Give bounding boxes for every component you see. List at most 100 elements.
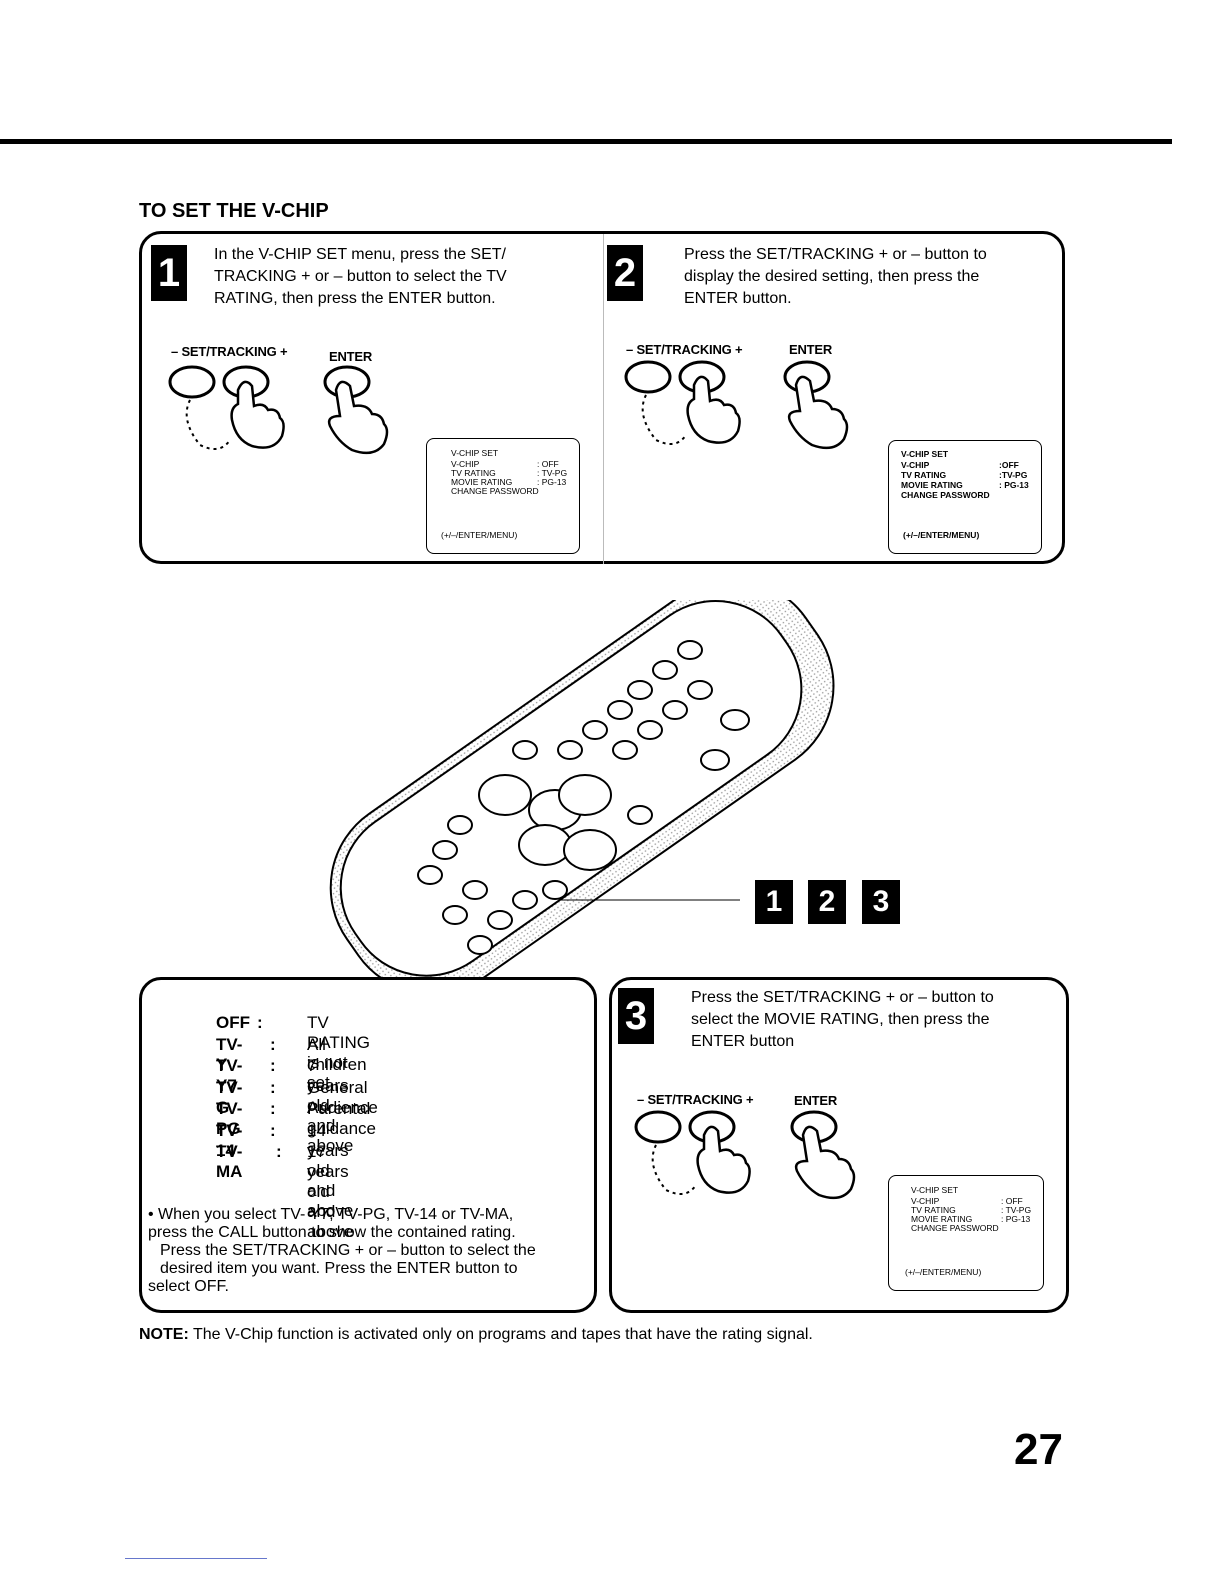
hand-pointer-icon (696, 1125, 751, 1194)
osd-row-label: CHANGE PASSWORD (911, 1223, 999, 1233)
header-rule (0, 139, 1172, 144)
osd-row-value: :OFF (999, 460, 1019, 470)
enter-label: ENTER (794, 1093, 838, 1108)
osd-row-value: : OFF (1001, 1196, 1023, 1206)
osd-screen-step-1: V-CHIP SET V-CHIP : OFF TV RATING : TV-P… (426, 438, 580, 554)
osd-row-label: CHANGE PASSWORD (451, 486, 539, 496)
note-line: desired item you want. Press the ENTER b… (160, 1260, 518, 1277)
osd-row-value: : TV-PG (537, 468, 568, 478)
step-3-instructions: Press the SET/TRACKING + or – button to … (691, 987, 994, 1053)
note-label: NOTE: (139, 1326, 189, 1343)
set-tracking-label: – SET/TRACKING + (626, 342, 743, 357)
step-3-line: select the MOVIE RATING, then press the (691, 1011, 990, 1028)
step-1-line: RATING, then press the ENTER button. (214, 290, 496, 307)
set-tracking-label: – SET/TRACKING + (637, 1092, 754, 1107)
osd-title: V-CHIP SET (451, 448, 499, 458)
osd-title: V-CHIP SET (901, 449, 949, 459)
osd-row-value: : OFF (537, 459, 559, 469)
minus-button-icon (624, 360, 672, 394)
osd-row-label: V-CHIP (911, 1196, 940, 1206)
note-line: select OFF. (148, 1278, 229, 1295)
osd-footer: (+/–/ENTER/MENU) (441, 530, 518, 540)
osd-title: V-CHIP SET (911, 1185, 959, 1195)
rating-desc: Parental guidance (307, 1099, 377, 1138)
hand-pointer-icon (230, 380, 285, 449)
rating-desc: 7 years old and above (307, 1056, 354, 1155)
sequence-badge: 3 (862, 880, 900, 924)
osd-row-label: V-CHIP (901, 460, 930, 470)
rating-sep: : (270, 1099, 276, 1118)
step-3-badge: 3 (618, 988, 654, 1044)
minus-button-icon (634, 1110, 682, 1144)
rating-code: TV-PG (216, 1099, 243, 1138)
rating-sep: : (270, 1034, 276, 1054)
osd-screen-step-2: V-CHIP SET V-CHIP :OFF TV RATING :TV-PG … (888, 440, 1042, 554)
step-2-line: Press the SET/TRACKING + or – button to (684, 246, 987, 263)
step-1-badge: 1 (151, 245, 187, 301)
osd-row-value: : TV-PG (1001, 1205, 1032, 1215)
steps-1-2-panel (139, 231, 1065, 564)
page-number: 27 (1014, 1425, 1063, 1474)
rating-sep: : (257, 1013, 263, 1032)
minus-button-icon (168, 365, 216, 399)
hand-pointer-icon (327, 380, 389, 455)
osd-row-label: TV RATING (901, 470, 947, 480)
osd-footer: (+/–/ENTER/MENU) (905, 1267, 982, 1277)
step-3-line: Press the SET/TRACKING + or – button to (691, 989, 994, 1006)
step-2-line: ENTER button. (684, 290, 792, 307)
hand-pointer-icon (686, 375, 741, 444)
ratings-panel (139, 977, 597, 1313)
step-1-line: In the V-CHIP SET menu, press the SET/ (214, 246, 506, 263)
motion-dots-icon (185, 399, 231, 450)
motion-dots-icon (651, 1144, 697, 1195)
rating-sep: : (276, 1142, 282, 1161)
step-3-button-illustration (634, 1110, 856, 1200)
osd-row-label: V-CHIP (451, 459, 480, 469)
sequence-badge: 1 (755, 880, 793, 924)
step-2-badge: 2 (607, 245, 643, 301)
rating-code: TV-14 (216, 1120, 243, 1160)
osd-row-label: MOVIE RATING (911, 1214, 973, 1224)
rating-code: OFF (216, 1013, 250, 1032)
step-1-line: TRACKING + or – button to select the TV (214, 268, 507, 285)
step-1-instructions: In the V-CHIP SET menu, press the SET/ T… (214, 244, 507, 310)
footnote: NOTE: The V-Chip function is activated o… (139, 1326, 813, 1344)
osd-row-value: : PG-13 (999, 480, 1029, 490)
osd-row-label: TV RATING (451, 468, 496, 478)
rating-desc: General Audience (307, 1077, 378, 1117)
rating-code: TV-MA (216, 1142, 243, 1181)
step-3-line: ENTER button (691, 1033, 795, 1050)
rating-sep: : (270, 1056, 276, 1075)
rating-code: TV-Y7 (216, 1056, 243, 1095)
osd-footer: (+/–/ENTER/MENU) (903, 530, 980, 540)
hand-pointer-icon (787, 375, 849, 450)
note-line: • When you select TV- Y7, TV-PG, TV-14 o… (148, 1206, 514, 1223)
motion-dots-icon (641, 394, 687, 445)
step-2-instructions: Press the SET/TRACKING + or – button to … (684, 244, 987, 310)
call-button-note: • When you select TV- Y7, TV-PG, TV-14 o… (148, 1206, 536, 1296)
rating-desc: All children (307, 1034, 367, 1074)
panel-divider (603, 234, 604, 564)
osd-row-value: :TV-PG (999, 470, 1028, 480)
step-2-line: display the desired setting, then press … (684, 268, 980, 285)
note-text: The V-Chip function is activated only on… (188, 1326, 813, 1343)
osd-row-label: MOVIE RATING (451, 477, 513, 487)
rating-code: TV-Y (216, 1034, 243, 1074)
step-2-button-illustration (624, 360, 849, 450)
enter-label: ENTER (329, 349, 373, 364)
osd-row-label: MOVIE RATING (901, 480, 963, 490)
note-line: Press the SET/TRACKING + or – button to … (160, 1242, 536, 1259)
section-title: TO SET THE V-CHIP (139, 200, 329, 222)
set-tracking-label: – SET/TRACKING + (171, 344, 288, 359)
osd-row-value: : PG-13 (1001, 1214, 1031, 1224)
step-1-button-illustration (168, 365, 389, 455)
osd-screen-step-3: V-CHIP SET V-CHIP : OFF TV RATING : TV-P… (888, 1175, 1044, 1291)
osd-row-label: CHANGE PASSWORD (901, 490, 990, 500)
rating-desc: 17 years old and above (307, 1142, 354, 1241)
remote-control-illustration (329, 600, 835, 980)
rating-desc: 14 years old and above (307, 1120, 354, 1220)
footer-link-underline (125, 1558, 267, 1559)
rating-sep: : (270, 1077, 276, 1097)
rating-desc: TV RATING is not set (307, 1013, 370, 1092)
hand-pointer-icon (794, 1125, 856, 1200)
